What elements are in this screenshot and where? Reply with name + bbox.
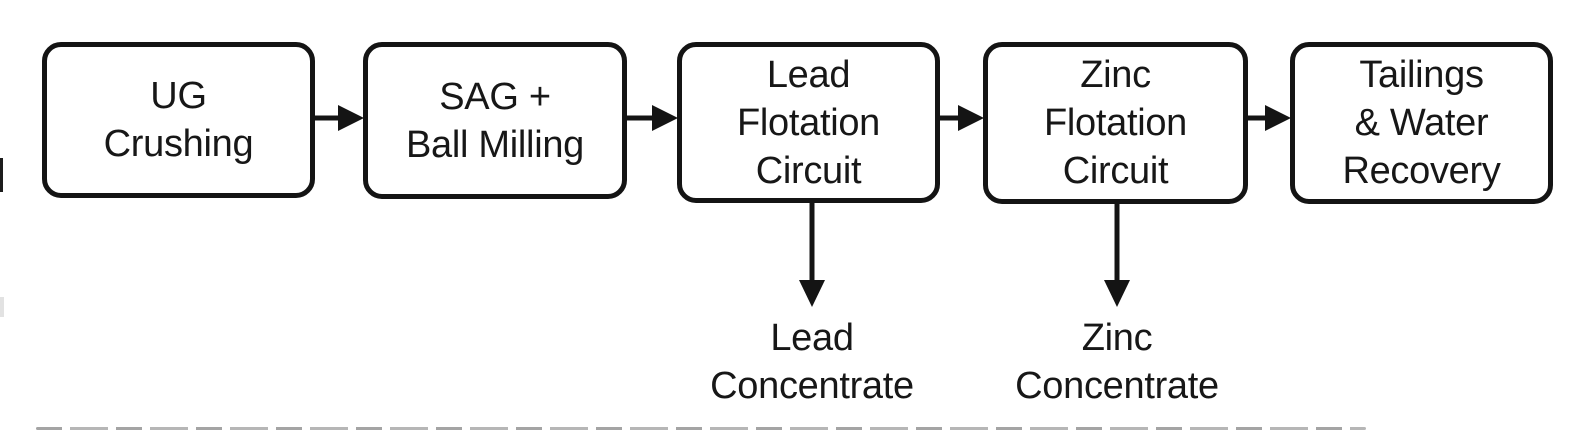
node-label-line: Tailings <box>1359 54 1484 96</box>
edge-scan-artifact <box>0 158 3 192</box>
node-label-line: UG <box>150 75 207 117</box>
node-zinc-flotation-circuit: Zinc Flotation Circuit <box>983 42 1248 204</box>
node-tailings-water-recovery: Tailings & Water Recovery <box>1290 42 1553 204</box>
arrow-right-icon <box>625 105 678 131</box>
node-sag-ball-milling: SAG + Ball Milling <box>363 42 627 199</box>
node-label-line: & Water <box>1354 102 1489 144</box>
arrow-down-icon <box>799 201 825 307</box>
arrow-right-icon <box>1246 105 1291 131</box>
node-label-line: Ball Milling <box>405 123 584 166</box>
node-label-line: Flotation <box>736 101 881 144</box>
node-ug-crushing: UG Crushing <box>42 42 315 198</box>
output-label-line: Zinc <box>1081 317 1153 359</box>
node-lead-flotation-circuit: Lead Flotation Circuit <box>677 42 940 203</box>
arrow-right-icon <box>313 105 364 131</box>
output-label-line: Concentrate <box>1015 365 1219 407</box>
edge-scan-artifact <box>0 297 4 317</box>
node-label-line: Circuit <box>1062 150 1169 192</box>
output-label-lead-concentrate: Lead Concentrate <box>652 314 972 410</box>
node-label-line: Crushing <box>103 123 254 165</box>
node-label-line: Flotation <box>1043 102 1188 144</box>
node-label-line: Lead <box>766 53 851 96</box>
output-label-zinc-concentrate: Zinc Concentrate <box>957 314 1277 410</box>
output-label-line: Concentrate <box>710 365 914 407</box>
node-label-line: SAG + <box>439 75 551 118</box>
arrow-down-icon <box>1104 201 1130 307</box>
arrow-right-icon <box>938 105 984 131</box>
node-label-line: Circuit <box>755 149 862 192</box>
node-label-line: Zinc <box>1080 54 1151 96</box>
node-label-line: Recovery <box>1342 150 1501 192</box>
output-label-line: Lead <box>770 317 854 359</box>
cropped-text-artifact <box>36 427 1366 430</box>
